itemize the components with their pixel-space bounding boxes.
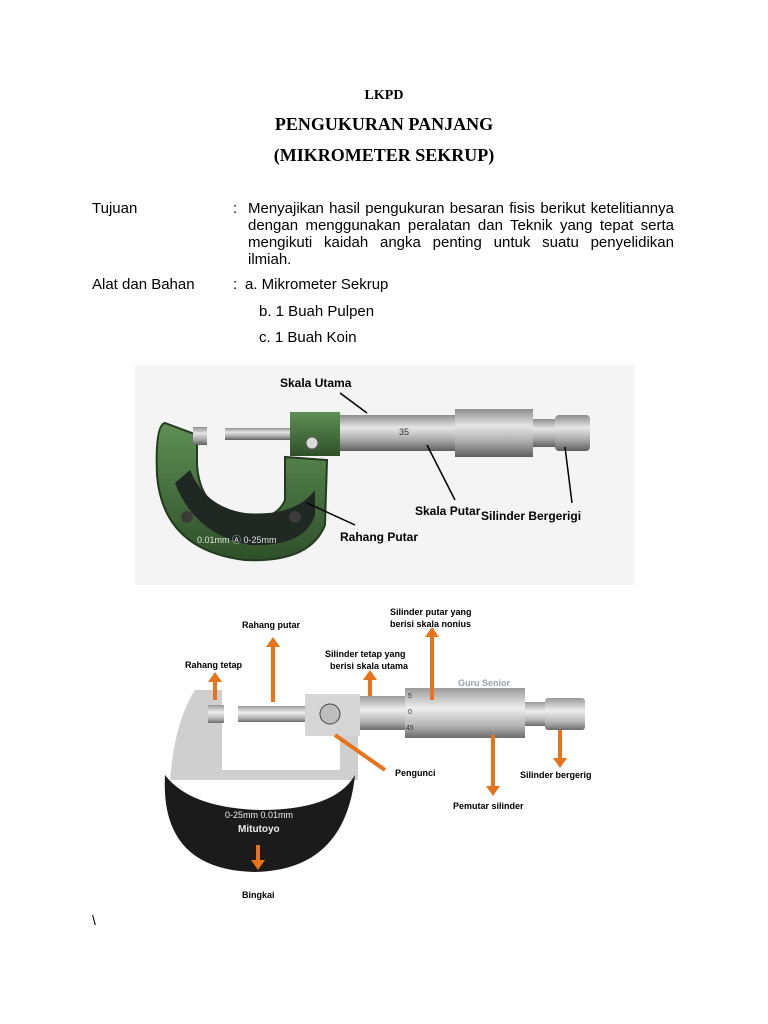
- spindle: [225, 428, 295, 440]
- arrow-skala-utama: [339, 392, 368, 414]
- frame-marking: 0.01mm Ⓐ 0-25mm: [197, 535, 277, 545]
- ratchet-neck: [533, 419, 555, 447]
- label-rahang-putar: Rahang Putar: [340, 530, 418, 544]
- title-main: PENGUKURAN PANJANG: [274, 114, 494, 134]
- arrowhead-bingkai: [251, 860, 265, 870]
- label-rahang-tetap: Rahang tetap: [185, 660, 243, 670]
- tujuan-text: Menyajikan hasil pengukuran besaran fisi…: [248, 200, 674, 268]
- label-skala-putar: Skala Putar: [415, 504, 481, 518]
- arrowhead-pemutar: [486, 786, 500, 796]
- frame-dark-panel: [175, 470, 315, 546]
- alat-item-c: c. 1 Buah Koin: [259, 329, 357, 346]
- anvil: [208, 705, 224, 723]
- black-frame: [164, 775, 355, 872]
- arrow-pengunci: [333, 733, 387, 772]
- arrow-skala-putar: [426, 444, 456, 501]
- orange-arrows: [208, 627, 567, 870]
- title-lkpd: LKPD: [364, 88, 404, 103]
- alat-label: Alat dan Bahan: [92, 276, 195, 293]
- scale-mark-0: 0: [408, 709, 412, 716]
- ratchet-neck: [525, 702, 545, 726]
- label-pengunci: Pengunci: [395, 768, 436, 778]
- tujuan-label: Tujuan: [92, 200, 138, 217]
- frame-marking-range: 0-25mm 0.01mm: [225, 810, 293, 820]
- arrow-rahang-putar: [306, 502, 356, 526]
- label-silinder-tetap-2: berisi skala utama: [330, 661, 409, 671]
- label-silinder-bergerigi: Silinder Bergerigi: [481, 509, 581, 523]
- footer-mark: \: [92, 912, 96, 928]
- sleeve-scale: [340, 415, 455, 451]
- label-silinder-tetap-1: Silinder tetap yang: [325, 649, 406, 659]
- label-silinder-putar-2: berisi skala nonius: [390, 619, 471, 629]
- frame-screw-2: [289, 511, 301, 523]
- tujuan-colon: :: [233, 200, 238, 217]
- arrowhead-rahang-putar: [266, 637, 280, 647]
- watermark: Guru Senior: [458, 678, 511, 688]
- micrometer-photo-1: 0.01mm Ⓐ 0-25mm 35 Skala Utama Skala Put…: [135, 365, 635, 585]
- frame-marking-brand: Mitutoyo: [238, 824, 280, 835]
- label-silinder-putar-1: Silinder putar yang: [390, 607, 472, 617]
- sleeve-scale: [360, 696, 405, 730]
- spindle: [238, 706, 310, 722]
- label-pemutar-silinder: Pemutar silinder: [453, 801, 524, 811]
- label-bingkai: Bingkai: [242, 890, 275, 900]
- sleeve-body: [290, 412, 340, 456]
- thimble: [405, 688, 525, 738]
- alat-item-b: b. 1 Buah Pulpen: [259, 303, 375, 320]
- scale-mark-35: 35: [399, 427, 409, 437]
- ratchet: [555, 415, 590, 451]
- alat-item-a: a. Mikrometer Sekrup: [245, 276, 389, 293]
- label-silinder-bergerig: Silinder bergerig: [520, 770, 592, 780]
- arrow-silinder-bergerigi: [564, 446, 573, 504]
- arrowhead-silinder-putar: [425, 627, 439, 637]
- arrowhead-silinder-bergerig: [553, 758, 567, 768]
- alat-colon: :: [233, 276, 238, 293]
- anvil: [193, 427, 207, 445]
- frame-screw-1: [181, 511, 193, 523]
- scale-mark-5: 5: [408, 693, 412, 700]
- label-skala-utama: Skala Utama: [280, 376, 352, 390]
- label-rahang-putar: Rahang putar: [242, 620, 301, 630]
- ratchet: [545, 698, 585, 730]
- thimble: [455, 409, 533, 457]
- lock-knob: [305, 436, 319, 450]
- scale-mark-45: 45: [406, 725, 414, 732]
- micrometer-photo-2: 0-25mm 0.01mm Mitutoyo 5 0 45 Guru Senio…: [164, 607, 592, 900]
- lock-screw: [319, 703, 341, 725]
- title-sub: (MIKROMETER SEKRUP): [273, 145, 495, 165]
- arrowhead-silinder-tetap: [363, 670, 377, 680]
- arrowhead-rahang-tetap: [208, 672, 222, 682]
